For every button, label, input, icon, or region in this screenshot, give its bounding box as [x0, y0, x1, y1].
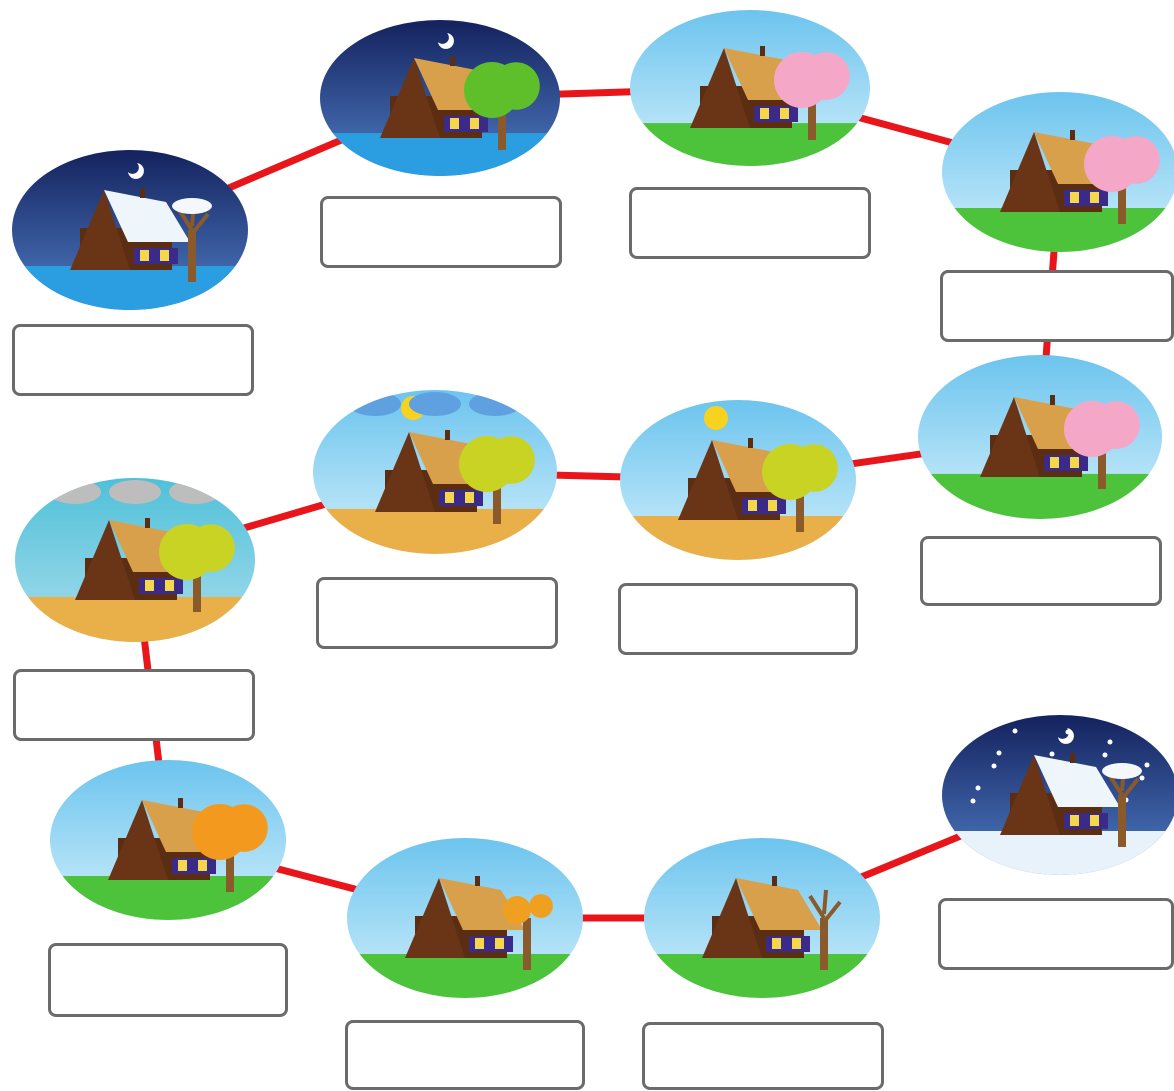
scene-summer-clouds — [313, 390, 557, 554]
answer-box-late-spring[interactable] — [920, 536, 1162, 606]
sun-icon — [704, 406, 728, 430]
house-icon — [690, 46, 810, 128]
snowflake-icon — [1160, 740, 1166, 746]
moon-icon — [438, 33, 454, 49]
cloud-icon — [469, 392, 521, 416]
answer-box-summer-clouds[interactable] — [316, 577, 558, 649]
scene-early-autumn — [50, 760, 286, 920]
house-icon — [678, 438, 798, 520]
scene-summer-storm — [15, 478, 255, 642]
tree-icon — [192, 804, 268, 892]
snowflake-icon — [996, 750, 1002, 756]
cloud-icon — [109, 480, 161, 504]
tree-icon — [172, 198, 212, 282]
house-icon — [1000, 753, 1120, 835]
house-icon — [702, 876, 822, 958]
scene-late-autumn — [644, 838, 880, 998]
tree-icon — [503, 894, 553, 970]
snowflake-icon — [1102, 752, 1108, 758]
answer-box-spring-blossom[interactable] — [629, 187, 871, 259]
answer-box-early-autumn[interactable] — [48, 943, 288, 1017]
scene-mid-autumn — [347, 838, 583, 998]
snowflake-icon — [1107, 739, 1113, 745]
tree-icon — [774, 52, 850, 140]
season-cycle-path — [126, 84, 1064, 922]
answer-box-spring-night[interactable] — [320, 196, 562, 268]
tree-icon — [762, 444, 838, 532]
cloud-icon — [349, 392, 401, 416]
snowflake-icon — [1144, 762, 1150, 768]
tree-icon — [464, 62, 540, 150]
snowflake-icon — [1049, 751, 1055, 757]
tree-icon — [1084, 136, 1160, 224]
answer-box-mid-autumn[interactable] — [345, 1020, 585, 1090]
snowflake-icon — [975, 785, 981, 791]
cloud-icon — [169, 480, 221, 504]
answer-box-winter-night[interactable] — [12, 324, 254, 396]
scene-summer-sunny — [620, 400, 856, 560]
tree-icon — [459, 436, 535, 524]
snowflake-icon — [1139, 775, 1145, 781]
moon-icon — [128, 163, 144, 179]
answer-box-summer-storm[interactable] — [13, 669, 255, 741]
scene-winter-snow — [942, 715, 1174, 875]
tree-icon — [808, 889, 842, 970]
cloud-icon — [49, 480, 101, 504]
answer-box-late-autumn[interactable] — [642, 1022, 884, 1090]
cloud-icon — [409, 392, 461, 416]
house-icon — [70, 188, 190, 270]
house-icon — [405, 876, 525, 958]
answer-box-summer-sunny[interactable] — [618, 583, 858, 655]
snowflake-icon — [991, 763, 997, 769]
ground — [15, 596, 255, 642]
scene-late-spring — [918, 355, 1162, 519]
snowflake-icon — [959, 727, 965, 733]
scene-spring-night — [320, 20, 560, 176]
scene-winter-night — [12, 150, 248, 310]
scene-spring-blossom — [630, 10, 870, 166]
snowflake-icon — [1012, 728, 1018, 734]
scene-spring-day — [942, 92, 1174, 252]
house-icon — [980, 395, 1100, 477]
answer-box-spring-day[interactable] — [940, 270, 1174, 342]
snowflake-icon — [970, 798, 976, 804]
snowflake-icon — [1065, 729, 1071, 735]
tree-icon — [159, 524, 235, 612]
tree-icon — [1102, 763, 1142, 847]
answer-box-winter-snow[interactable] — [938, 898, 1174, 970]
tree-icon — [1064, 401, 1140, 489]
